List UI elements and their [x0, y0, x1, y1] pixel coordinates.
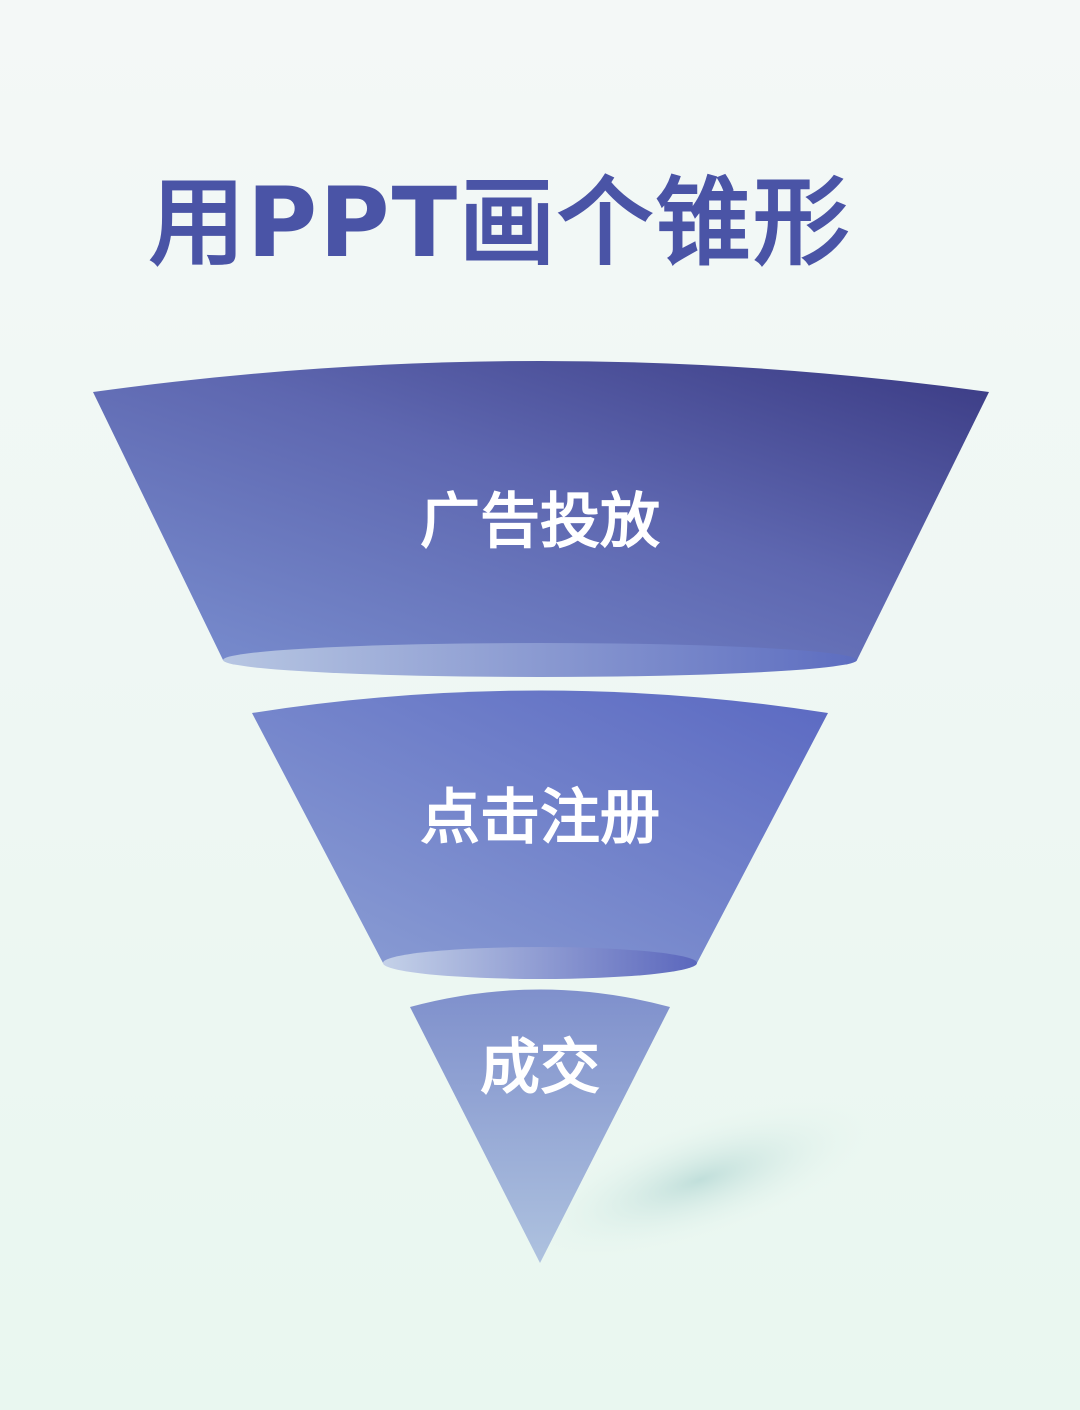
funnel-stage-3-label: 成交: [480, 1033, 600, 1103]
funnel-stage-2-base: [383, 947, 697, 979]
funnel-stage-1-label: 广告投放: [420, 487, 660, 557]
funnel-stage-2: 点击注册: [252, 690, 828, 979]
funnel-stage-1-body: [93, 361, 989, 660]
funnel-stage-2-body: [252, 690, 828, 963]
cone-shadow: [518, 1098, 882, 1262]
funnel-stage-1: 广告投放: [93, 361, 989, 677]
page-title: 用PPT画个锥形: [148, 167, 852, 279]
funnel-stage-3-body: [410, 989, 670, 1263]
funnel-stage-2-label: 点击注册: [420, 783, 660, 853]
funnel-stage-1-base: [223, 643, 857, 677]
funnel-stage-3: 成交: [410, 989, 670, 1263]
